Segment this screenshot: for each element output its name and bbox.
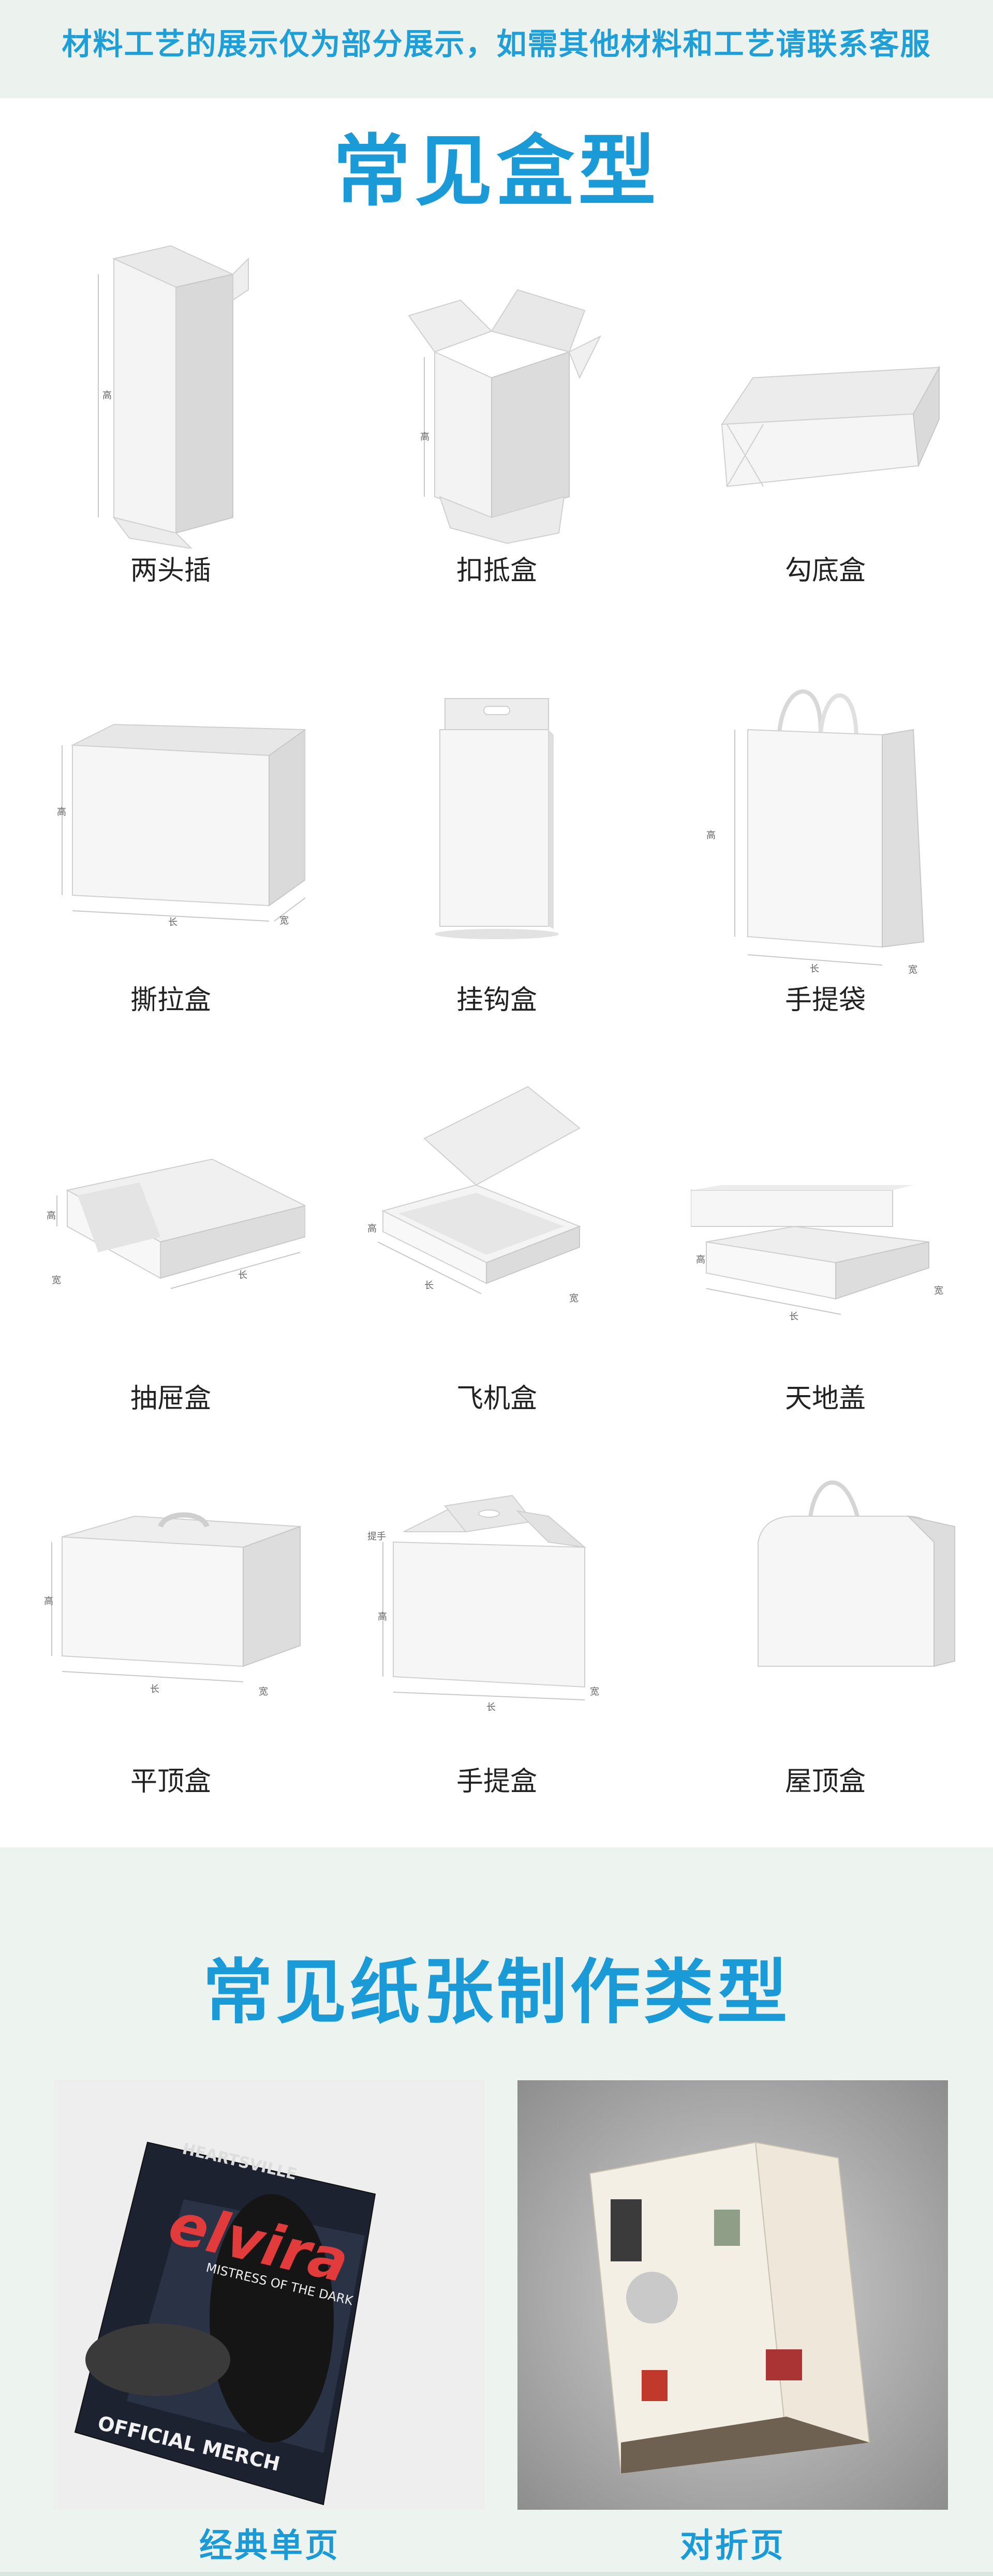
dim-label: 宽 xyxy=(279,915,289,926)
bifold-label: 对折页 xyxy=(680,2527,785,2565)
box-item-snap-lock: 高 扣抵盒 xyxy=(362,228,631,590)
mailer-box-icon xyxy=(377,1086,581,1294)
dim-label: 长 xyxy=(486,1702,496,1713)
handbag-icon xyxy=(734,689,925,966)
notice-bar: 材料工艺的展示仅为部分展示，如需其他材料和工艺请联系客服 xyxy=(0,0,993,98)
box-label: 手提盒 xyxy=(456,1766,537,1797)
tear-strip-box-icon xyxy=(62,723,305,922)
box-item-lid-base: 高 长 宽 天地盖 xyxy=(691,1056,960,1418)
box-item-two-end-tuck: 高 两头插 xyxy=(36,228,305,590)
flyer-label: 经典单页 xyxy=(199,2527,340,2565)
box-item-tear-strip: 高 长 宽 撕拉盒 xyxy=(36,657,305,1019)
box-item-flat-top: 高 长 宽 平顶盒 xyxy=(36,1439,305,1801)
box-label: 撕拉盒 xyxy=(130,985,211,1016)
box-label: 挂钩盒 xyxy=(456,985,537,1016)
dim-label: 高 xyxy=(57,807,66,818)
flyer-image xyxy=(54,2080,485,2510)
box-label: 抽屉盒 xyxy=(130,1383,211,1414)
bifold-brochure-image xyxy=(517,2080,948,2510)
box-item-gable-box: 屋顶盒 xyxy=(691,1439,960,1801)
box-label: 手提袋 xyxy=(784,985,866,1016)
dim-label: 高 xyxy=(44,1596,53,1607)
box-label: 扣抵盒 xyxy=(456,555,537,586)
box-label: 天地盖 xyxy=(784,1383,866,1414)
flat-top-box-icon xyxy=(51,1512,301,1682)
dim-label: 宽 xyxy=(590,1686,599,1697)
footer-divider xyxy=(0,2572,993,2576)
dim-label: 宽 xyxy=(908,965,917,975)
box-label: 平顶盒 xyxy=(130,1766,211,1797)
box-label: 两头插 xyxy=(130,555,211,586)
dim-label: 高 xyxy=(420,432,429,442)
dim-label: 宽 xyxy=(259,1686,268,1697)
dim-label: 宽 xyxy=(934,1285,943,1296)
dim-label: 高 xyxy=(367,1223,377,1234)
snap-lock-box-icon xyxy=(408,289,602,544)
dim-label: 高 xyxy=(696,1254,705,1265)
crash-lock-box-icon xyxy=(721,365,940,487)
dim-label: 长 xyxy=(238,1270,247,1281)
dim-label: 高 xyxy=(378,1611,387,1622)
carry-box-icon xyxy=(382,1494,587,1700)
dim-label: 长 xyxy=(789,1311,798,1322)
drawer-box-icon xyxy=(56,1158,305,1289)
box-item-drawer: 高 宽 长 抽屉盒 xyxy=(36,1056,305,1418)
box-label: 屋顶盒 xyxy=(784,1766,866,1797)
box-label: 飞机盒 xyxy=(456,1383,537,1414)
hang-tab-box-icon xyxy=(435,698,559,939)
dim-label: 长 xyxy=(424,1280,434,1291)
box-item-crash-lock: 勾底盒 xyxy=(691,228,960,590)
dim-label: 高 xyxy=(47,1210,56,1221)
dim-label: 宽 xyxy=(52,1275,61,1286)
dim-label: 高 xyxy=(706,830,716,841)
box-types-title: 常见盒型 xyxy=(333,127,660,217)
bifold-photo xyxy=(517,2080,948,2510)
box-item-handbag: 高 长 宽 手提袋 xyxy=(691,657,960,1019)
single-flyer-photo: HEARTSVILLE elvira MISTRESS OF THE DARK … xyxy=(54,2080,485,2510)
dim-label: 长 xyxy=(168,917,177,928)
box-item-hang-tab: 挂钩盒 xyxy=(362,657,631,1019)
notice-text: 材料工艺的展示仅为部分展示，如需其他材料和工艺请联系客服 xyxy=(62,26,931,62)
gable-box-icon xyxy=(758,1481,955,1667)
paper-types-title: 常见纸张制作类型 xyxy=(202,1952,791,2034)
dim-label: 高 xyxy=(102,390,112,401)
dim-label: 长 xyxy=(150,1684,159,1695)
two-end-tuck-box-icon xyxy=(98,245,249,549)
dim-label: 长 xyxy=(810,964,819,974)
box-item-carry-box: 提手 高 长 宽 手提盒 xyxy=(362,1439,631,1801)
box-item-mailer: 高 长 宽 飞机盒 xyxy=(362,1056,631,1418)
dim-label: 宽 xyxy=(569,1293,579,1304)
box-label: 勾底盒 xyxy=(784,555,866,586)
lid-and-base-box-icon xyxy=(691,1185,929,1315)
dim-label: 提手 xyxy=(367,1531,386,1542)
